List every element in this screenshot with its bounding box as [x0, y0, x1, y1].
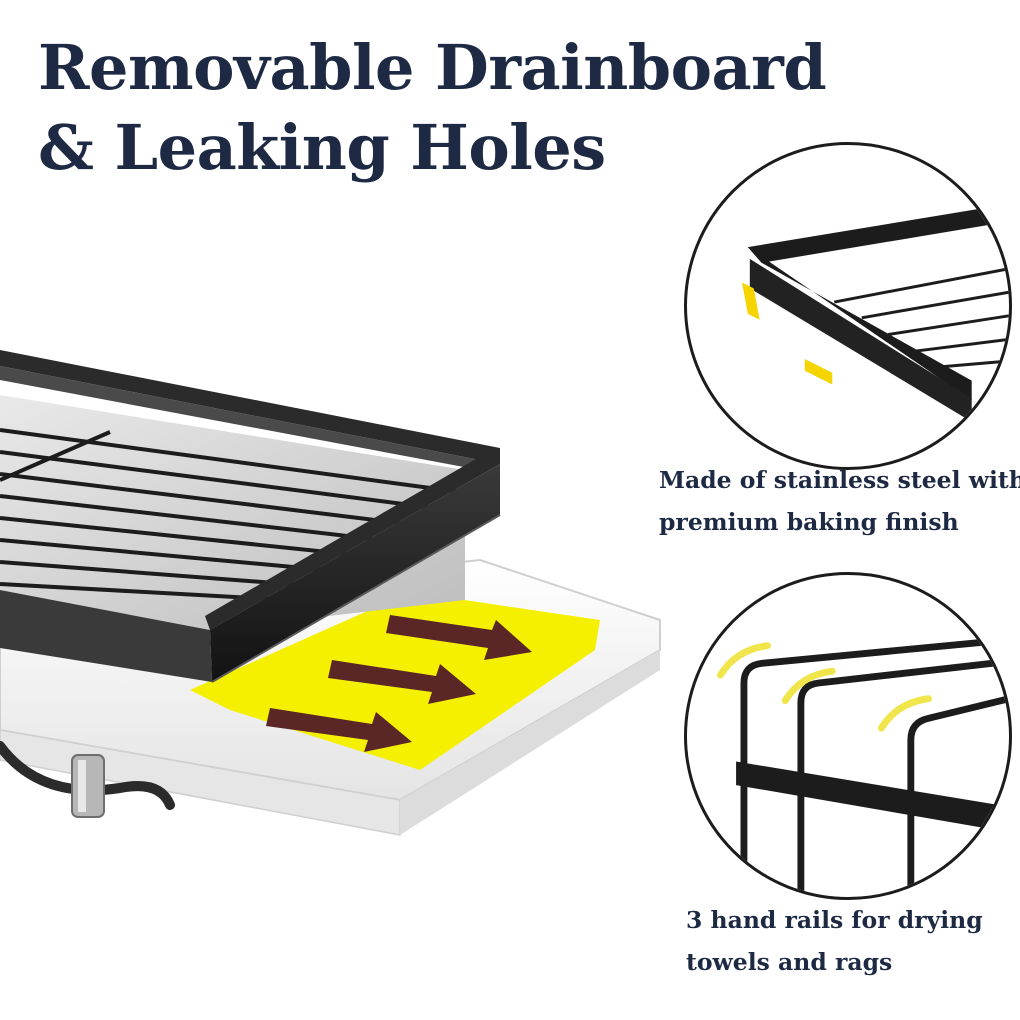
- feature-caption-steel: Made of stainless steel with premium bak…: [659, 459, 1020, 543]
- shelf-drainboard-illustration: [0, 350, 661, 836]
- feature-caption-rails: 3 hand rails for drying towels and rags: [686, 899, 983, 983]
- headline: Removable Drainboard & Leaking Holes: [38, 28, 827, 188]
- detail-circle-rails: [684, 572, 1012, 900]
- hook: [0, 741, 175, 818]
- arrow-icon: [328, 660, 476, 704]
- hand-rails-closeup-icon: [716, 636, 1009, 897]
- feature-caption-line: premium baking finish: [659, 508, 959, 536]
- arrow-icon: [386, 615, 532, 660]
- headline-line-1: Removable Drainboard: [38, 31, 827, 104]
- feature-caption-line: towels and rags: [686, 948, 893, 976]
- arrow-icon: [266, 708, 412, 752]
- shelf-corner-closeup-icon: [741, 203, 1009, 422]
- feature-caption-line: Made of stainless steel with: [659, 466, 1020, 494]
- drainage-arrows: [266, 615, 532, 752]
- headline-line-2: & Leaking Holes: [38, 111, 606, 184]
- feature-caption-line: 3 hand rails for drying: [686, 906, 983, 934]
- detail-circle-corner: [684, 142, 1012, 470]
- shelf-rim: [0, 350, 501, 683]
